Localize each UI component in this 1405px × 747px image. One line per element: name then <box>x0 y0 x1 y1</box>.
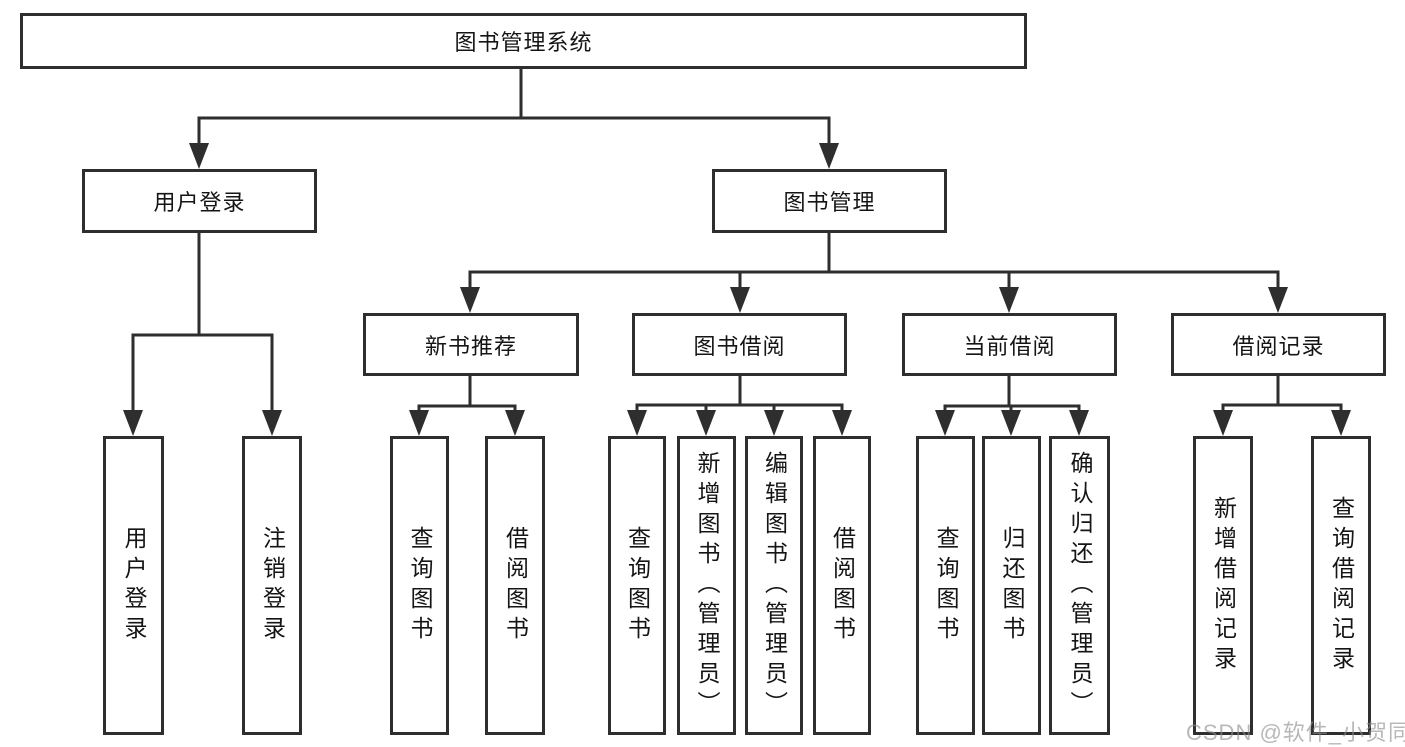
leaf-borrow-add-book-label: 新增图书（管理员） <box>694 450 720 721</box>
leaf-add-borrow-record-label: 新增借阅记录 <box>1210 495 1237 676</box>
connector-user-login-children <box>131 231 274 414</box>
leaf-newbook-query: 查询图书 <box>390 436 449 735</box>
leaf-current-query: 查询图书 <box>916 436 975 735</box>
node-borrow-records: 借阅记录 <box>1171 313 1386 376</box>
leaf-user-login: 用户登录 <box>103 436 164 735</box>
node-book-management: 图书管理 <box>712 169 947 233</box>
leaf-query-borrow-record-label: 查询借阅记录 <box>1328 495 1355 676</box>
leaf-borrow-add-book: 新增图书（管理员） <box>677 436 736 735</box>
leaf-borrow-query-label: 查询图书 <box>624 525 651 646</box>
leaf-borrow-query: 查询图书 <box>608 436 666 735</box>
node-user-login: 用户登录 <box>82 169 317 233</box>
connector-root-to-level2 <box>197 66 831 147</box>
leaf-newbook-borrow-label: 借阅图书 <box>502 525 529 646</box>
leaf-borrow-book-label: 借阅图书 <box>829 525 856 646</box>
leaf-newbook-query-label: 查询图书 <box>407 525 433 646</box>
leaf-return-book: 归还图书 <box>982 436 1041 735</box>
node-new-book-recommend: 新书推荐 <box>363 313 579 376</box>
arrowheads <box>123 143 1351 436</box>
leaf-newbook-borrow: 借阅图书 <box>485 436 545 735</box>
leaf-current-query-label: 查询图书 <box>933 525 959 646</box>
connector-book-mgmt-children <box>468 231 1280 291</box>
leaf-borrow-edit-book: 编辑图书（管理员） <box>745 436 803 735</box>
leaf-user-login-label: 用户登录 <box>121 525 147 646</box>
node-book-borrow: 图书借阅 <box>632 313 847 376</box>
connector-book-borrow-children <box>635 374 844 414</box>
node-root-system: 图书管理系统 <box>20 13 1027 69</box>
leaf-return-book-label: 归还图书 <box>999 525 1025 646</box>
leaf-add-borrow-record: 新增借阅记录 <box>1193 436 1253 735</box>
node-current-borrow: 当前借阅 <box>902 313 1117 376</box>
leaf-borrow-book: 借阅图书 <box>813 436 871 735</box>
leaf-query-borrow-record: 查询借阅记录 <box>1311 436 1371 735</box>
connector-current-borrow-children <box>943 374 1081 414</box>
leaf-borrow-edit-book-label: 编辑图书（管理员） <box>761 450 788 721</box>
connector-borrow-records-children <box>1221 374 1343 414</box>
leaf-confirm-return-label: 确认归还（管理员） <box>1067 450 1093 721</box>
connector-new-book-children <box>417 374 517 414</box>
leaf-logout-login-label: 注销登录 <box>259 525 286 646</box>
leaf-logout-login: 注销登录 <box>242 436 302 735</box>
leaf-confirm-return: 确认归还（管理员） <box>1049 436 1110 735</box>
